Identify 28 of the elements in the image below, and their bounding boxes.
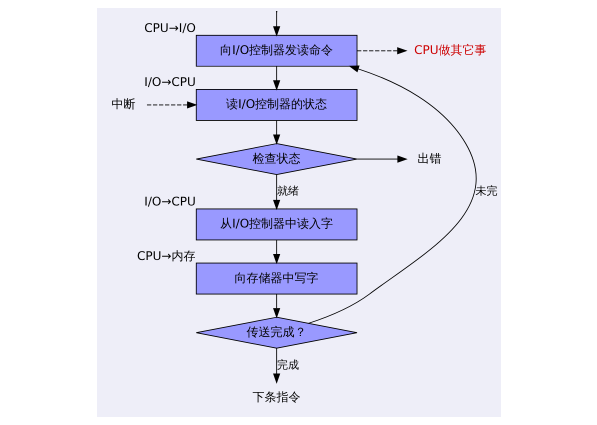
node-box: 向I/O控制器发读命令 — [195, 34, 357, 67]
node-box: 读I/O控制器的状态 — [195, 89, 357, 121]
node-diamond: 检查状态 — [195, 143, 357, 175]
arrow — [272, 348, 280, 384]
arrow — [272, 294, 280, 318]
arrow — [146, 101, 197, 109]
node-label: CPU→内存 — [136, 248, 195, 263]
node-label: I/O→CPU — [144, 75, 196, 90]
node-label: I/O→CPU — [144, 194, 196, 209]
edge-label: 未完 — [474, 184, 497, 198]
node-text: 下条指令 — [252, 390, 300, 404]
node-text: 出错 — [417, 151, 442, 166]
arrow — [356, 155, 408, 163]
node-box: 向存储器中写字 — [195, 262, 357, 294]
node-label: CPU→I/O — [144, 21, 196, 36]
edge-label: 完成 — [276, 358, 298, 372]
arrow — [272, 240, 280, 264]
edge-label: 就绪 — [276, 184, 298, 198]
node-diamond: 传送完成？ — [195, 316, 357, 349]
arrow — [356, 47, 407, 54]
arrow — [272, 66, 280, 91]
arrow — [272, 120, 280, 145]
arrow — [307, 66, 476, 324]
arrow — [272, 174, 280, 210]
node-text: CPU做其它事 — [414, 42, 486, 57]
arrow — [272, 12, 280, 37]
node-text: 中断 — [111, 97, 136, 112]
node-box: 从I/O控制器中读入字 — [195, 208, 357, 240]
